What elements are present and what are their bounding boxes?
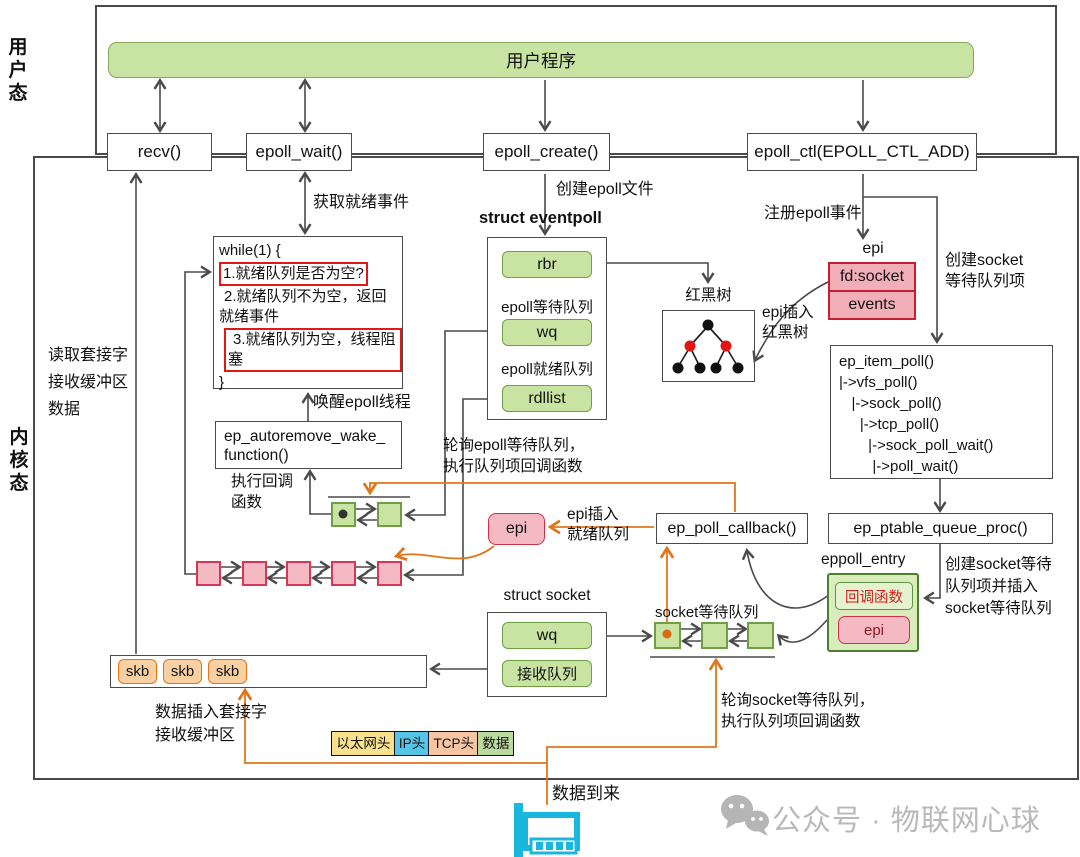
ep-autoremove-box: ep_autoremove_wake_ function() bbox=[215, 421, 402, 469]
epoll-ctl-box: epoll_ctl(EPOLL_CTL_ADD) bbox=[747, 133, 977, 171]
skb-item: skb bbox=[118, 659, 157, 684]
packet-eth-header: 以太网头 bbox=[331, 731, 396, 756]
eppoll-epi-field: epi bbox=[838, 616, 910, 644]
data-arrives-label: 数据到来 bbox=[552, 784, 620, 803]
while-step3-highlight: 3.就绪队列为空，线程阻塞 bbox=[224, 328, 402, 372]
poll-epoll-wait-queue-label: 轮询epoll等待队列， 执行队列项回调函数 bbox=[443, 437, 585, 475]
wechat-icon bbox=[721, 795, 769, 836]
eppoll-callback-field: 回调函数 bbox=[835, 582, 913, 610]
exec-callback-label: 执行回调 函数 bbox=[231, 473, 294, 511]
epi-events-field: events bbox=[830, 290, 914, 318]
packet-ip-header: IP头 bbox=[393, 731, 431, 756]
eventpoll-title: struct eventpoll bbox=[479, 209, 602, 227]
socket-recv-buffer-box: skb skb skb bbox=[110, 655, 427, 688]
rdllist-field: rdllist bbox=[502, 385, 592, 412]
insert-socket-buffer-label: 数据插入套接字 接收缓冲区 bbox=[155, 704, 268, 744]
socket-recv-queue-field: 接收队列 bbox=[502, 660, 592, 687]
rbtree-box bbox=[662, 310, 755, 382]
while-open: while(1) { bbox=[219, 242, 281, 259]
socket-wait-queue-label: socket等待队列 bbox=[655, 604, 759, 621]
register-epoll-event-label: 注册epoll事件 bbox=[764, 205, 862, 222]
wake-epoll-thread-label: 唤醒epoll线程 bbox=[313, 394, 411, 411]
epi-insert-rbtree-label: epi插入 红黑树 bbox=[762, 304, 814, 341]
watermark-text: 公众号 · 物联网心球 bbox=[772, 805, 1041, 837]
epoll-ready-queue-label: epoll就绪队列 bbox=[501, 361, 593, 378]
kernel-mode-label: 内 核 态 bbox=[9, 427, 29, 494]
read-socket-buffer-label: 读取套接字 接收缓冲区 数据 bbox=[48, 347, 129, 418]
while-step1-highlight: 1.就绪队列是否为空? bbox=[219, 262, 368, 286]
epi-struct-box: fd:socket events bbox=[828, 262, 916, 320]
eppoll-entry-box: 回调函数 epi bbox=[827, 573, 919, 652]
socket-struct-title: struct socket bbox=[503, 587, 591, 604]
get-ready-events-label: 获取就绪事件 bbox=[313, 194, 410, 211]
socket-wq-field: wq bbox=[502, 622, 592, 649]
user-mode-label: 用 户 态 bbox=[8, 37, 28, 104]
epi-fd-field: fd:socket bbox=[839, 268, 905, 285]
ep-item-poll-box: ep_item_poll() |->vfs_poll() |->sock_pol… bbox=[830, 345, 1053, 479]
eppoll-entry-title: eppoll_entry bbox=[821, 551, 906, 568]
epoll-create-box: epoll_create() bbox=[483, 133, 610, 171]
rbtree-label: 红黑树 bbox=[685, 287, 732, 304]
packet-data: 数据 bbox=[477, 731, 515, 756]
ep-ptable-queue-proc-box: ep_ptable_queue_proc() bbox=[828, 513, 1053, 544]
nic-icon bbox=[514, 803, 580, 857]
skb-item: skb bbox=[163, 659, 202, 684]
create-socket-wait-insert-label: 创建socket等待 队列项并插入 socket等待队列 bbox=[945, 556, 1052, 617]
packet-tcp-header: TCP头 bbox=[428, 731, 479, 756]
epi-insert-ready-queue-label: epi插入 就绪队列 bbox=[567, 506, 630, 543]
packet-structure: 以太网头 IP头 TCP头 数据 bbox=[331, 731, 515, 756]
epoll-wait-queue-label: epoll等待队列 bbox=[501, 299, 593, 316]
create-epoll-file-label: 创建epoll文件 bbox=[556, 181, 654, 198]
while-close: } bbox=[219, 374, 225, 391]
ready-epi-box: epi bbox=[488, 513, 545, 545]
wq-field: wq bbox=[502, 319, 592, 346]
epoll-wait-box: epoll_wait() bbox=[246, 133, 352, 171]
epi-struct-label: epi bbox=[862, 240, 884, 257]
rbr-field: rbr bbox=[502, 251, 592, 278]
poll-socket-wait-queue-label: 轮询socket等待队列， 执行队列项回调函数 bbox=[721, 692, 875, 730]
skb-item: skb bbox=[208, 659, 247, 684]
recv-box: recv() bbox=[107, 133, 212, 171]
ep-poll-callback-box: ep_poll_callback() bbox=[656, 513, 808, 544]
epoll-wait-loop-box: while(1) { 1.就绪队列是否为空? 2.就绪队列不为空，返回就绪事件 … bbox=[213, 236, 403, 391]
create-socket-wait-item-label: 创建socket 等待队列项 bbox=[945, 252, 1026, 290]
while-step2: 2.就绪队列不为空，返回就绪事件 bbox=[219, 288, 387, 325]
user-program-bar: 用户程序 bbox=[108, 42, 974, 78]
